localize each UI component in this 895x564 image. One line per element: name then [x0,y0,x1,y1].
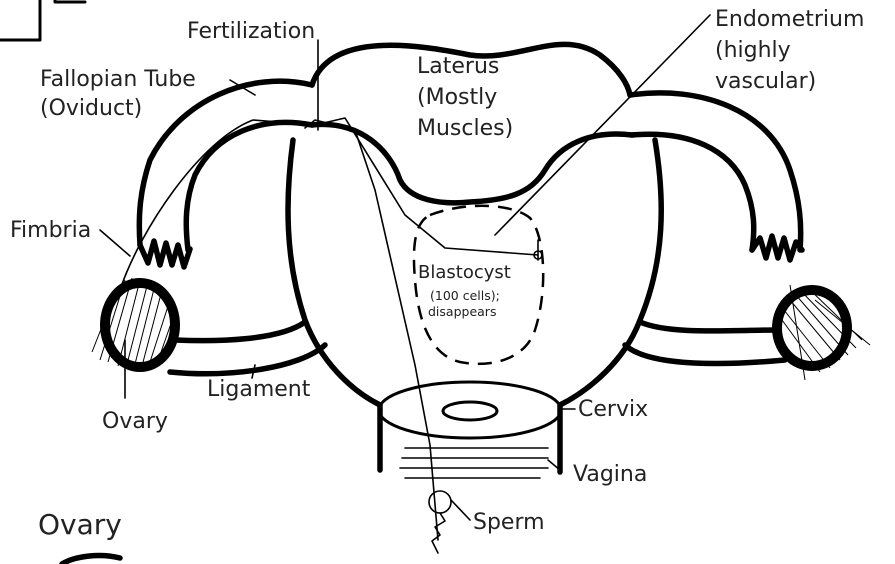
fimbria-left [140,241,190,267]
label-blastocyst-1: Blastocyst [418,262,511,283]
corner-frame [0,0,85,40]
label-ligament: Ligament [207,377,311,402]
label-blastocyst-2: (100 cells); [430,288,500,303]
cervix [379,382,561,438]
label-endometrium-3: vascular) [715,69,816,94]
vagina-lines [400,448,548,478]
label-ovary: Ovary [102,409,168,434]
label-uterus-3: Muscles) [417,116,513,141]
ligament-right [625,322,785,364]
label-fimbria: Fimbria [10,218,91,243]
label-sperm: Sperm [473,510,545,535]
ovary-left [92,278,175,368]
label-fallopian-tube: Fallopian Tube [40,67,196,92]
label-cervix: Cervix [578,397,648,422]
fimbria-right [752,236,802,260]
ovary-heading-shape [62,556,120,564]
label-oviduct: (Oviduct) [40,96,142,121]
label-uterus-2: (Mostly [417,85,497,110]
heading-ovary: Ovary [38,508,122,541]
label-endometrium-1: Endometrium [715,7,864,32]
labels: Fertilization Fallopian Tube (Oviduct) L… [10,7,864,541]
label-endometrium-2: (highly [715,38,791,63]
label-uterus-1: Laterus [417,54,499,79]
ovary-right [777,285,870,380]
label-vagina: Vagina [573,462,647,487]
label-blastocyst-3: disappears [428,304,496,319]
endometrium-region [414,206,543,364]
label-fertilization: Fertilization [187,19,315,44]
ligament-left [170,322,325,374]
